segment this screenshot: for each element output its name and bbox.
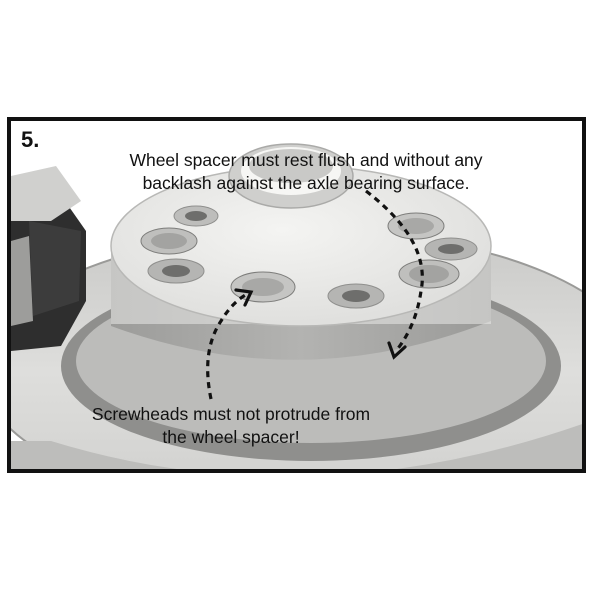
screwheads <box>140 212 460 303</box>
brake-caliper <box>11 166 86 351</box>
wheel-spacer <box>110 143 492 327</box>
caption-line: Wheel spacer must rest flush and without… <box>129 150 483 170</box>
step-number: 5. <box>21 127 40 152</box>
caption-line: backlash against the axle bearing surfac… <box>142 173 470 193</box>
caption-line: Screwheads must not protrude from <box>91 404 371 424</box>
instruction-panel: 5. Wheel spacer must rest flush and with… <box>7 117 586 473</box>
caption-screwheads: Screwheads must not protrude from the wh… <box>41 403 421 449</box>
arrow-to-screwhead <box>206 288 254 400</box>
caption-line: the wheel spacer! <box>162 427 300 447</box>
caption-flush-seating: Wheel spacer must rest flush and without… <box>71 149 541 195</box>
wheel-spacer-illustration <box>11 143 582 469</box>
bolt-holes <box>147 205 478 309</box>
arrow-to-bearing-surface <box>365 189 424 360</box>
